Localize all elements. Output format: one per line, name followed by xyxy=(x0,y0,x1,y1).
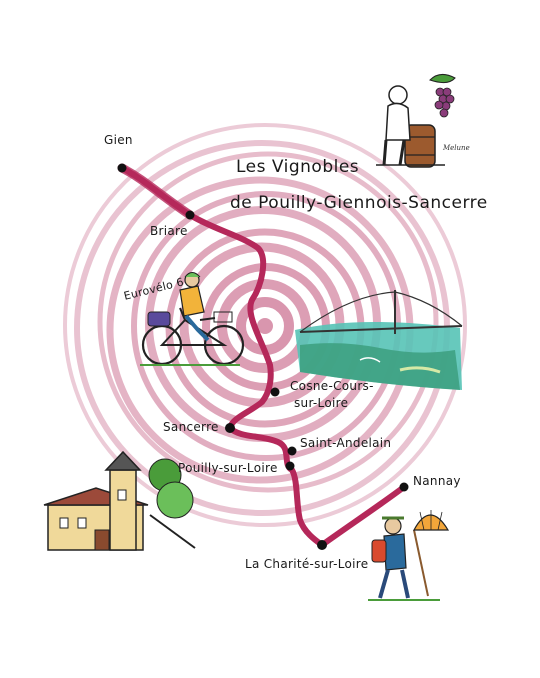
briare-dot xyxy=(185,210,195,220)
gien-dot xyxy=(117,163,127,173)
scallop-shell-icon xyxy=(412,510,450,531)
nannay-dot xyxy=(399,482,409,492)
chateau-illustration xyxy=(43,450,196,551)
route-thick-segment xyxy=(117,163,195,220)
cosne-dot xyxy=(270,387,280,397)
pilgrim-illustration xyxy=(368,516,440,601)
label-briare: Briare xyxy=(150,224,188,238)
label-pouilly: Pouilly-sur-Loire xyxy=(178,461,278,475)
label-la-charite: La Charité-sur-Loire xyxy=(245,557,369,571)
cyclist-illustration xyxy=(140,272,245,366)
la-charite-dot xyxy=(317,540,327,550)
winemaker-illustration xyxy=(376,74,456,168)
label-cosne-2: sur-Loire xyxy=(294,396,349,410)
sancerre-dot xyxy=(225,423,235,433)
label-saint-andelain: Saint-Andelain xyxy=(300,436,392,450)
label-gien: Gien xyxy=(104,133,133,147)
title-line-2: de Pouilly-Giennois-Sancerre xyxy=(230,193,488,213)
artist-signature: Melune xyxy=(442,144,470,152)
label-nannay: Nannay xyxy=(413,474,461,488)
bridge-illustration xyxy=(295,290,463,390)
label-sancerre: Sancerre xyxy=(163,420,219,434)
loire-route xyxy=(119,165,407,548)
label-cosne-1: Cosne-Cours- xyxy=(290,379,374,393)
pouilly-dot xyxy=(285,461,295,471)
title-line-1: Les Vignobles xyxy=(236,157,360,177)
saint-andelain-dot xyxy=(287,446,297,456)
town-markers xyxy=(117,163,409,550)
